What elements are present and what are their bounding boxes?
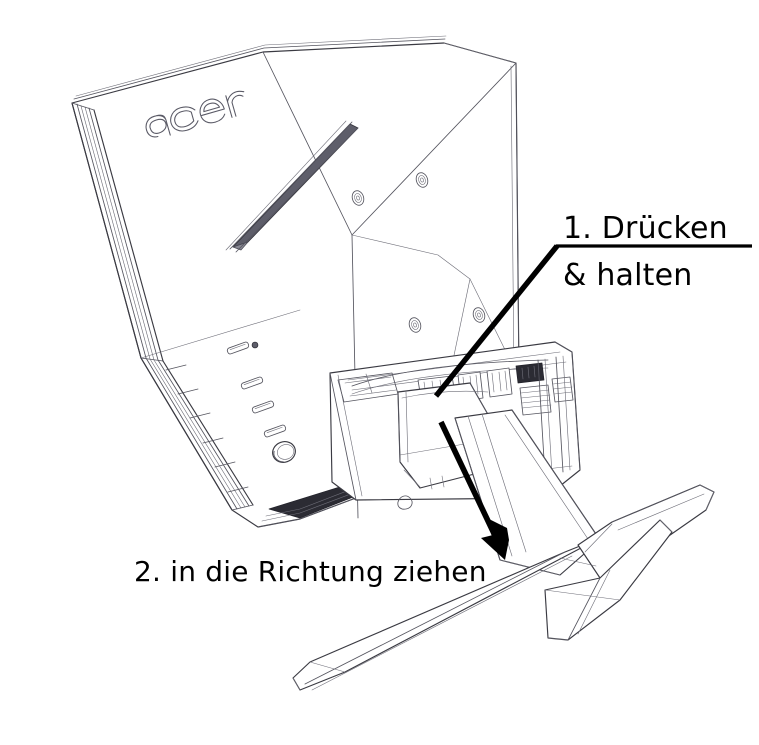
callout-1-text: 1. Drücken & halten	[563, 211, 728, 293]
callout-1-line2: & halten	[563, 258, 693, 293]
arrow-pull-direction	[438, 420, 509, 560]
callout-1-line1: 1. Drücken	[563, 211, 728, 246]
stand-neck	[454, 409, 601, 576]
power-button[interactable]	[270, 438, 299, 465]
vesa-hole	[351, 190, 365, 206]
stand-guide-rails	[537, 355, 573, 477]
osd-button[interactable]	[226, 341, 250, 355]
osd-control-buttons[interactable]	[226, 341, 287, 438]
stand-assembly	[292, 341, 715, 691]
led-indicator	[251, 341, 259, 349]
stand-neck-collar	[397, 382, 491, 490]
callout-2-text: 2. in die Richtung ziehen	[134, 555, 487, 588]
osd-button[interactable]	[240, 376, 264, 390]
vesa-hole	[408, 317, 422, 333]
vesa-hole	[472, 307, 486, 323]
panel-facet-crease-c	[351, 234, 471, 280]
panel-facet-crease-d	[140, 309, 301, 359]
acer-logo	[145, 90, 245, 138]
monitor-bezel-edge	[71, 102, 254, 511]
stand-base	[292, 484, 715, 691]
osd-button[interactable]	[251, 400, 275, 414]
design-accent-wedge	[225, 120, 359, 253]
leader-line-press-hold	[433, 244, 752, 398]
stand-lock-tab	[397, 495, 413, 510]
panel-facet-crease-b	[351, 62, 517, 236]
osd-button[interactable]	[263, 424, 287, 438]
vesa-mount-holes	[351, 172, 486, 333]
vesa-hole	[415, 172, 429, 188]
callout-2-line1: 2. in die Richtung ziehen	[134, 555, 487, 588]
